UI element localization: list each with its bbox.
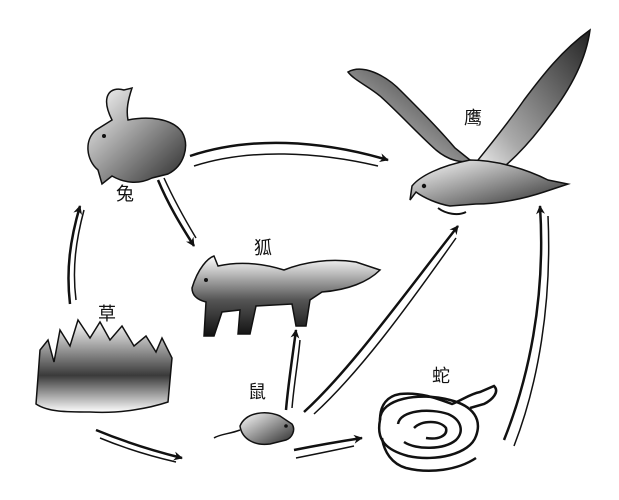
arrow-mouse-to-snake-2 <box>295 445 355 459</box>
arrow-grass-to-mouse <box>95 428 183 461</box>
grass-icon <box>35 318 173 414</box>
arrow-snake-to-eagle-2 <box>513 215 550 447</box>
arrow-rabbit-to-fox <box>156 179 196 247</box>
arrow-mouse-to-snake <box>293 434 363 452</box>
arrow-mouse-to-eagle-2 <box>313 237 457 415</box>
eagle-label: 鹰 <box>464 108 482 129</box>
arrow-mouse-to-fox <box>284 329 300 411</box>
snake-icon <box>377 384 498 472</box>
arrow-rabbit-to-fox-2 <box>163 177 197 239</box>
arrow-grass-to-rabbit-2 <box>73 209 85 301</box>
mouse-label: 鼠 <box>248 382 266 403</box>
fox-icon <box>191 255 382 337</box>
eagle-icon <box>346 28 591 216</box>
arrow-rabbit-to-eagle <box>189 141 389 163</box>
arrows <box>67 141 550 463</box>
grass-label: 草 <box>98 304 116 325</box>
arrow-snake-to-eagle <box>502 205 546 441</box>
arrow-mouse-to-eagle <box>303 225 459 413</box>
fox-label: 狐 <box>254 238 272 259</box>
rabbit-icon <box>87 86 187 186</box>
mouse-icon <box>213 412 295 446</box>
arrow-mouse-to-fox-2 <box>291 339 301 409</box>
snake-label: 蛇 <box>432 366 450 387</box>
arrow-grass-to-mouse-2 <box>99 437 177 463</box>
arrow-rabbit-to-eagle-2 <box>193 153 379 167</box>
rabbit-label: 兔 <box>116 184 134 205</box>
arrow-grass-to-rabbit <box>67 205 83 305</box>
